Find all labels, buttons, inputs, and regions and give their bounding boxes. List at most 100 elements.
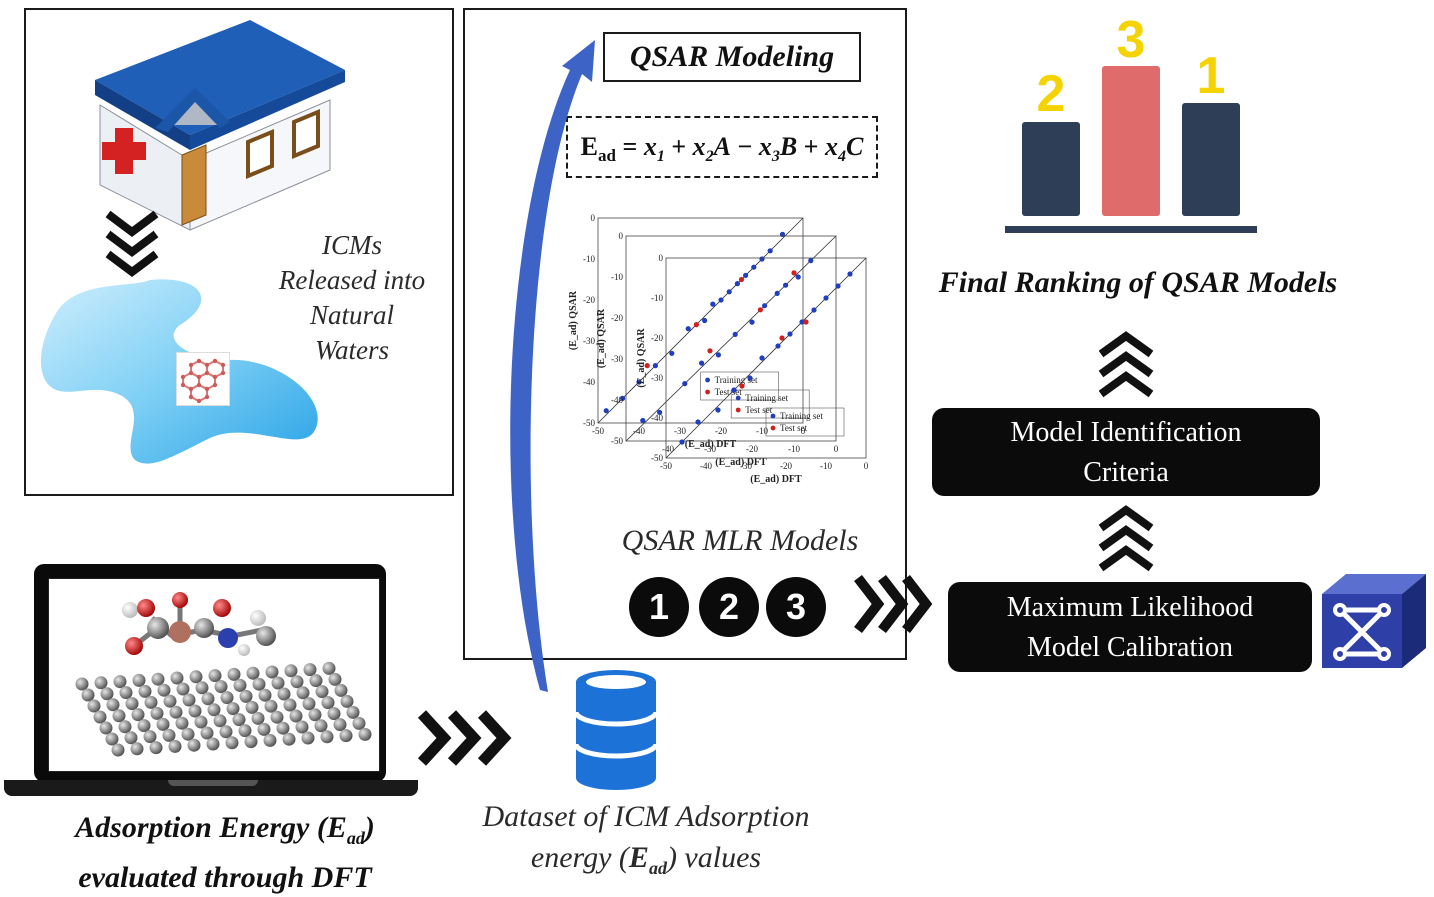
graphene-atom <box>207 703 221 717</box>
training-point <box>682 381 688 387</box>
graphene-atom <box>282 732 296 746</box>
training-point <box>636 379 642 385</box>
graphene-atom <box>352 716 366 730</box>
graphene-atom <box>289 709 303 723</box>
graphene-atom <box>346 705 360 719</box>
graphene-atom <box>163 694 177 708</box>
graphene-atom <box>144 695 158 709</box>
graphene-atom <box>333 718 347 732</box>
graphene-atom <box>187 738 201 752</box>
rank-label-1: 1 <box>1196 47 1226 105</box>
graphene-atom <box>320 730 334 744</box>
graphene-atom <box>113 675 127 689</box>
network-cube-icon <box>1322 574 1426 668</box>
training-point <box>747 375 753 381</box>
y-tick-label: -20 <box>651 333 663 343</box>
graphene-atom <box>194 715 208 729</box>
hospital-icon <box>95 20 345 231</box>
dataset-caption-line1: Dataset of ICM Adsorption <box>482 800 810 833</box>
graphene-atom <box>189 670 203 684</box>
eq-term: x <box>692 132 706 161</box>
graphene-atom <box>130 742 144 756</box>
y-tick-label: 0 <box>619 231 624 241</box>
y-tick-label: -10 <box>651 293 663 303</box>
training-point <box>799 319 805 325</box>
graphene-atom <box>226 702 240 716</box>
graphene-atom <box>81 688 95 702</box>
y-tick-label: -30 <box>611 354 623 364</box>
plot-frame <box>625 235 837 442</box>
training-point <box>775 343 781 349</box>
graphene-atom <box>358 727 372 741</box>
graphene-atom <box>290 675 304 689</box>
graphene-atom <box>87 699 101 713</box>
training-point <box>715 407 721 413</box>
y-tick-label: -10 <box>611 272 623 282</box>
graphene-atom <box>124 731 138 745</box>
legend-marker <box>735 395 741 401</box>
graphene-atom <box>225 736 239 750</box>
graphene-atom <box>150 706 164 720</box>
y-tick-label: -30 <box>583 336 595 346</box>
icm-line: ICMs <box>322 230 382 260</box>
eq-term: x <box>758 132 772 161</box>
graphene-atom <box>263 733 277 747</box>
y-tick-label: -30 <box>651 373 663 383</box>
eq-term: 3 <box>771 148 780 166</box>
graphene-atom <box>227 667 241 681</box>
eq-term: 4 <box>837 148 846 166</box>
x-tick-label: 0 <box>801 426 806 436</box>
criteria-line: Criteria <box>1083 457 1169 488</box>
chevron-right-icon <box>854 574 933 634</box>
y-axis-label: (E_ad) QSAR <box>636 328 647 388</box>
eq-term: C <box>845 132 864 161</box>
training-point <box>652 363 658 369</box>
graphene-atom <box>200 726 214 740</box>
graphene-atom <box>208 669 222 683</box>
x-tick-label: -40 <box>633 426 645 436</box>
parity-line <box>625 235 837 442</box>
criteria-line: Model Identification <box>1010 417 1242 448</box>
x-tick-label: -20 <box>780 461 792 471</box>
graphene-atom <box>168 739 182 753</box>
dataset-caption-end: ) values <box>666 841 762 874</box>
adsorption-caption-sub: ad <box>346 828 365 848</box>
model-1-badge: 1 <box>629 577 689 637</box>
legend-box <box>700 371 779 401</box>
graphene-atom <box>334 683 348 697</box>
graphene-atom <box>315 685 329 699</box>
icm-line: Released into <box>278 265 426 295</box>
training-point <box>783 282 789 288</box>
training-point <box>702 317 708 324</box>
test-point <box>738 276 745 283</box>
graphene-atom <box>308 708 322 722</box>
database-icon <box>573 670 659 790</box>
plot-frame <box>665 257 867 459</box>
legend-label: Training set <box>745 393 788 403</box>
eq-term: 1 <box>656 148 665 166</box>
legend-marker <box>735 407 741 413</box>
graphene-atom <box>258 688 272 702</box>
model-3-badge: 3 <box>766 577 826 637</box>
final-ranking-title: Final Ranking of QSAR Models <box>938 266 1338 299</box>
chevron-down-icon <box>105 210 159 277</box>
graphene-atom <box>265 665 279 679</box>
training-point <box>847 271 853 277</box>
y-tick-label: -50 <box>651 453 663 463</box>
training-point <box>811 307 817 313</box>
eq-term: x <box>824 132 838 161</box>
graphene-atom <box>295 720 309 734</box>
graphene-atom <box>245 700 259 714</box>
graphene-atom <box>339 729 353 743</box>
training-point <box>726 289 732 295</box>
graphene-atom <box>156 717 170 731</box>
graphene-atom <box>93 710 107 724</box>
training-point <box>732 331 738 337</box>
graphene-atom <box>118 720 132 734</box>
legend-label: Training set <box>715 375 758 385</box>
training-point <box>718 297 724 303</box>
legend-box <box>730 389 810 419</box>
legend-label: Training set <box>780 411 823 421</box>
training-point <box>620 395 626 401</box>
